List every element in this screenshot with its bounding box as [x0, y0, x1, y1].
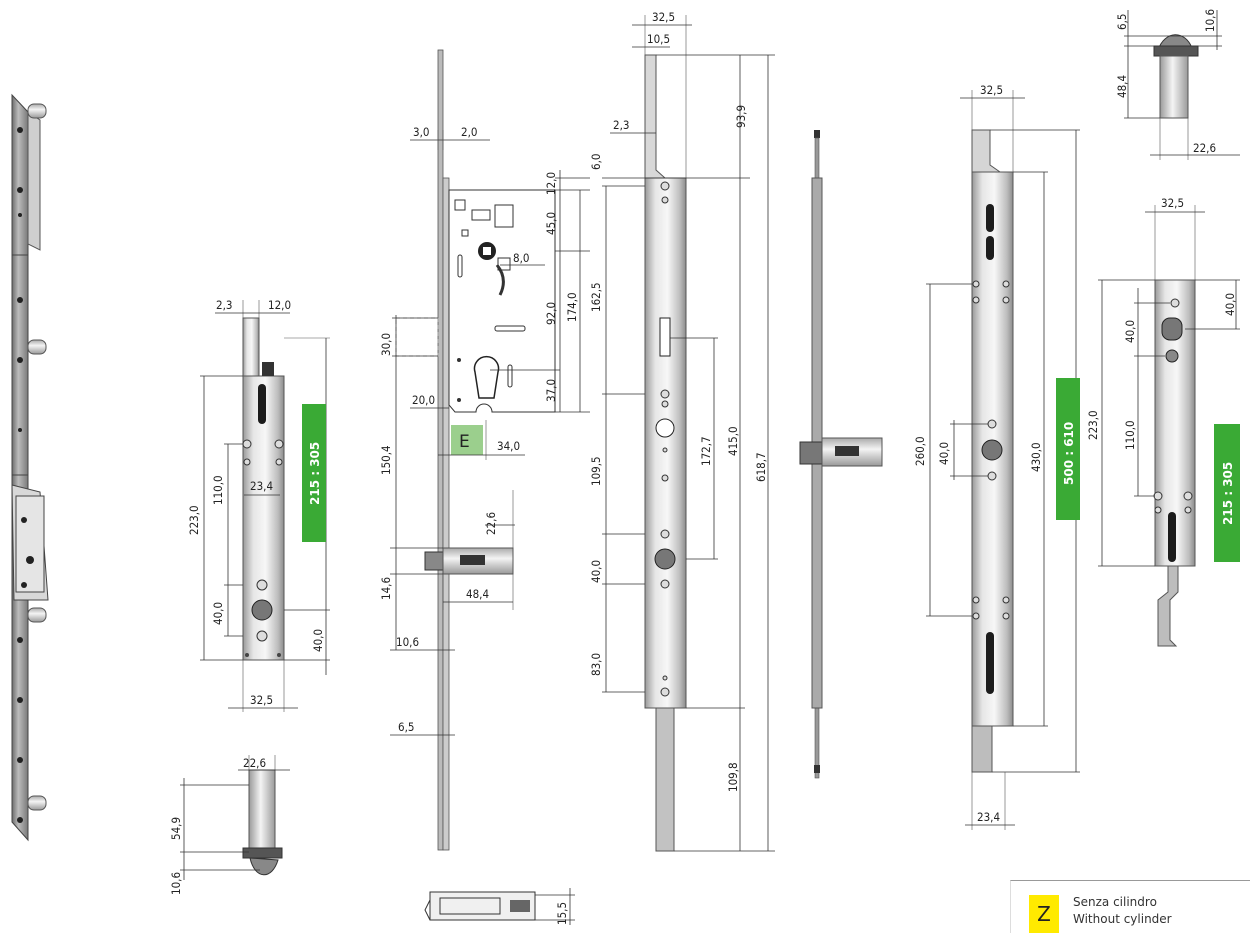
label-e-box: [451, 425, 483, 455]
dim-label: 172,7: [699, 436, 713, 466]
dim-label: 150,4: [379, 445, 393, 475]
dim-label: 22,6: [243, 756, 266, 770]
dim-label: 109,8: [726, 762, 740, 792]
dim-label: 54,9: [169, 817, 183, 840]
dim-label: 6,0: [589, 154, 603, 170]
legend-text-it: Senza cilindro: [1073, 895, 1157, 909]
dim-label: 618,7: [754, 452, 768, 482]
dim-label: 40,0: [1123, 320, 1137, 343]
dim-label: 22,6: [1193, 141, 1216, 155]
cylinder-top-right: [1153, 34, 1199, 119]
dim-label: 2,0: [461, 125, 477, 139]
dim-label: 23,4: [977, 810, 1000, 824]
dim-label: 174,0: [565, 292, 579, 322]
side-view-rod: [799, 130, 883, 779]
dim-label: 12,0: [544, 172, 558, 195]
dim-label: 23,4: [250, 479, 273, 493]
legend: Z Senza cilindro Without cylinder: [1010, 880, 1250, 933]
dim-label: 32,5: [1161, 196, 1184, 210]
dim-label: 32,5: [250, 693, 273, 707]
dim-label: 40,0: [1223, 293, 1237, 316]
dim-label: 15,5: [555, 902, 569, 925]
dim-label: 162,5: [589, 282, 603, 312]
dim-label: 8,0: [513, 251, 529, 265]
dim-label: 430,0: [1029, 442, 1043, 472]
badge-right: [1214, 424, 1240, 562]
legend-letter: Z: [1029, 895, 1059, 933]
right-small-plate: [1153, 279, 1196, 647]
dim-label: 6,5: [1115, 14, 1129, 30]
dim-label: 12,0: [268, 298, 291, 312]
dim-label: 34,0: [497, 439, 520, 453]
badge-left: [302, 404, 326, 542]
dim-label: 48,4: [1115, 75, 1129, 98]
dim-label: 22,6: [484, 512, 498, 535]
dim-label: 14,6: [379, 577, 393, 600]
dim-label: 2,3: [613, 118, 629, 132]
dim-label: 10,6: [1203, 9, 1217, 32]
dim-label: 2,3: [216, 298, 232, 312]
center-dimensions: 32,5 10,5 2,3 93,9 6,0 162,5 109,5 172,7…: [589, 10, 775, 852]
right-plate-dimensions: 32,5 260,0 40,0 430,0 23,4: [913, 83, 1080, 830]
dim-label: 110,0: [211, 475, 225, 505]
dim-label: 32,5: [652, 10, 675, 24]
dim-label: 6,5: [398, 720, 414, 734]
legend-text-en: Without cylinder: [1073, 912, 1172, 926]
dim-label: 10,6: [396, 635, 419, 649]
badge-left-text: 215 : 305: [308, 442, 322, 505]
dim-label: 10,5: [647, 32, 670, 46]
dim-label: 92,0: [544, 302, 558, 325]
dim-label: 223,0: [1086, 410, 1100, 440]
right-long-plate: [971, 129, 1014, 773]
assembly-perspective: [11, 93, 49, 842]
dim-label: 40,0: [211, 602, 225, 625]
dim-label: 83,0: [589, 653, 603, 676]
dim-label: 260,0: [913, 436, 927, 466]
dim-label: 40,0: [589, 560, 603, 583]
cylinder-top-right-dims: 6,5 10,6 48,4 22,6: [1115, 9, 1240, 160]
lock-dimensions: 3,0 2,0 12,0 45,0 8,0 174,0 92,0 37,0 30…: [379, 125, 590, 925]
cylinder-bottom-left: [242, 769, 283, 876]
dim-label: 20,0: [412, 393, 435, 407]
center-long-plate: [644, 54, 687, 852]
dim-label: 110,0: [1123, 420, 1137, 450]
dim-label: 32,5: [980, 83, 1003, 97]
badge-middle-text: 500 : 610: [1062, 422, 1076, 485]
dim-label: 223,0: [187, 505, 201, 535]
badge-middle: [1056, 378, 1080, 520]
lock-bolt-cylinder: [424, 547, 514, 575]
cylinder-bottom-left-dims: 22,6 54,9 10,6: [169, 755, 290, 895]
lock-body-view: [395, 49, 556, 851]
label-e: E: [459, 432, 470, 452]
lock-bottom-component: [424, 891, 536, 921]
dim-label: 30,0: [379, 333, 393, 356]
dim-label: 3,0: [413, 125, 429, 139]
dim-label: 93,9: [734, 105, 748, 128]
right-small-dimensions: 32,5 40,0 40,0 223,0 110,0: [1086, 196, 1240, 567]
dim-label: 415,0: [726, 426, 740, 456]
badge-right-text: 215 : 305: [1221, 462, 1235, 525]
dim-label: 40,0: [937, 442, 951, 465]
left-plate-view: [242, 317, 285, 661]
dim-label: 48,4: [466, 587, 489, 601]
dim-label: 37,0: [544, 379, 558, 402]
dim-label: 45,0: [544, 212, 558, 235]
dim-label: 40,0: [311, 629, 325, 652]
dim-label: 109,5: [589, 456, 603, 486]
dim-label: 10,6: [169, 872, 183, 895]
